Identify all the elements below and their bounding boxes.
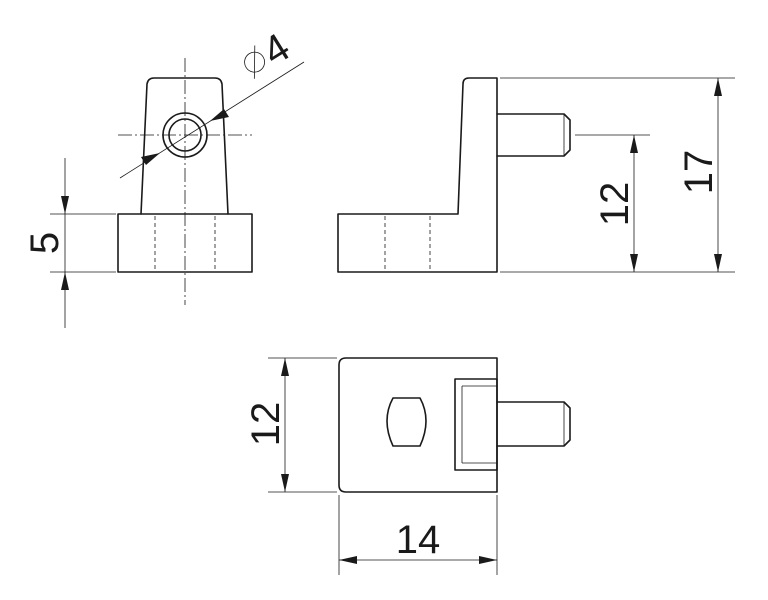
base-width-value: 12 xyxy=(244,402,288,447)
top-view-body xyxy=(338,357,498,493)
diameter-dimension: 4 xyxy=(119,25,305,179)
side-view-body xyxy=(337,77,498,273)
top-view-pin xyxy=(496,401,571,447)
base-width-dimension: 12 xyxy=(244,357,337,493)
pin-height-dimension: 12 xyxy=(593,135,638,272)
pin-height-value: 12 xyxy=(593,182,637,227)
flange-height-value: 5 xyxy=(23,232,67,254)
base-length-value: 14 xyxy=(396,518,441,562)
diameter-value: 4 xyxy=(255,25,297,74)
front-view-post xyxy=(140,77,229,215)
flange-height-dimension: 5 xyxy=(23,158,116,328)
front-view xyxy=(117,58,253,305)
base-length-dimension: 14 xyxy=(338,495,498,575)
side-view-pin xyxy=(496,113,571,157)
top-view-upright xyxy=(454,378,498,471)
top-view xyxy=(338,357,571,493)
total-height-dimension: 17 xyxy=(677,78,722,272)
total-height-value: 17 xyxy=(677,150,721,195)
top-view-slot xyxy=(386,397,427,447)
side-view xyxy=(337,77,571,273)
